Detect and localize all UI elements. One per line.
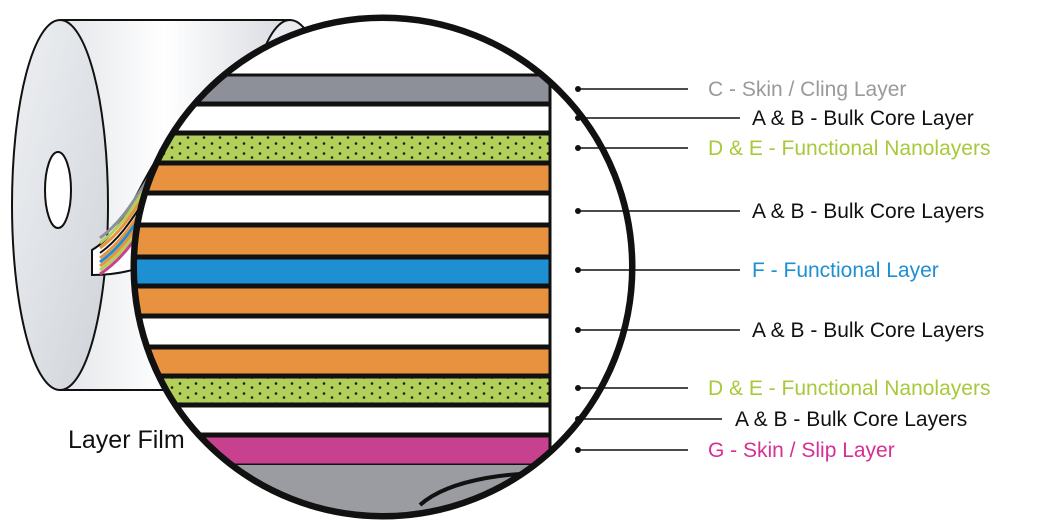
orange-layer — [135, 285, 552, 317]
functional-layer — [135, 256, 552, 287]
layer-label: G - Skin / Slip Layer — [708, 439, 895, 462]
skin-slip-layer — [135, 434, 552, 467]
layer-label: D & E - Functional Nanolayers — [708, 377, 990, 400]
orange-layer — [135, 162, 552, 194]
layer-labels: C - Skin / Cling Layer A & B - Bulk Core … — [708, 78, 990, 462]
roll-core-hole — [44, 151, 72, 229]
layer-label: F - Functional Layer — [752, 259, 939, 282]
layer-label: A & B - Bulk Core Layer — [752, 107, 974, 130]
bulk-core-layer — [135, 192, 552, 226]
layer-stack — [135, 73, 561, 515]
layer-label: A & B - Bulk Core Layers — [752, 319, 984, 342]
magnified-view — [130, 14, 636, 520]
nanolayer — [135, 375, 552, 406]
layer-label: A & B - Bulk Core Layers — [735, 408, 967, 431]
orange-layer — [135, 224, 552, 258]
bulk-core-layer — [135, 404, 552, 436]
layer-label: D & E - Functional Nanolayers — [708, 137, 990, 160]
bulk-core-layer — [135, 315, 552, 348]
orange-layer — [135, 346, 552, 377]
nanolayer — [135, 132, 552, 164]
layer-label: A & B - Bulk Core Layers — [752, 200, 984, 223]
leader-lines — [575, 86, 740, 453]
layer-label: C - Skin / Cling Layer — [708, 78, 906, 101]
bulk-core-layer — [135, 103, 552, 134]
film-caption: Layer Film — [68, 426, 185, 454]
